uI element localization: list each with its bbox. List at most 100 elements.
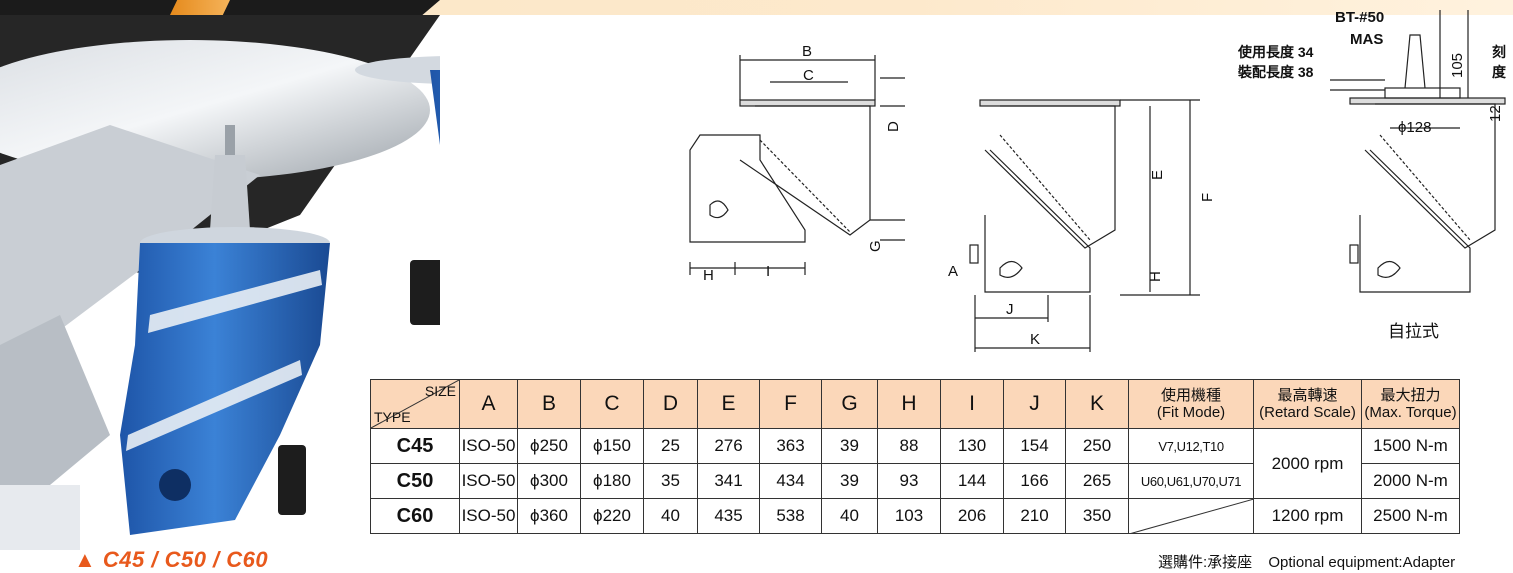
table-row: C45 ISO-50 ϕ250 ϕ150 25 276 363 39 88 13… [370, 428, 1460, 499]
cell-torque: 2500 N-m [1361, 498, 1460, 534]
cell-speed-shared: 2000 rpm [1253, 428, 1362, 499]
dim-label-h2: H [1147, 271, 1164, 282]
cell-type: C60 [370, 498, 460, 534]
use-length-label: 使用長度 34 [1238, 44, 1314, 60]
torque-en: (Max. Torque) [1364, 404, 1457, 421]
header-a: A [459, 379, 518, 429]
table-header-row: SIZE TYPE A B C D E F G H I J K 使用機種(Fit… [370, 379, 1460, 429]
header-c: C [580, 379, 644, 429]
cell-f: 538 [759, 498, 822, 534]
header-torque: 最大扭力(Max. Torque) [1361, 379, 1460, 429]
header-k: K [1065, 379, 1129, 429]
cell-a: ISO-50 [459, 498, 518, 534]
dim-label-j: J [1006, 301, 1014, 318]
cell-j: 210 [1003, 498, 1066, 534]
corner-type-label: TYPE [374, 409, 411, 425]
cell-h: 88 [877, 428, 941, 464]
dim-label-e: E [1149, 170, 1166, 180]
dim-label-12: 12 [1487, 105, 1504, 122]
cell-k: 250 [1065, 428, 1129, 464]
footnote-en: Optional equipment:Adapter [1268, 554, 1456, 571]
corner-cell: SIZE TYPE [370, 379, 460, 429]
cell-d: 40 [643, 498, 698, 534]
table-row: C60 ISO-50 ϕ360 ϕ220 40 435 538 40 103 2… [370, 498, 1460, 534]
cell-torque: 2000 N-m [1361, 463, 1460, 499]
top-banner-accent [170, 0, 230, 15]
product-caption: ▲ C45 / C50 / C60 [74, 547, 269, 572]
dim-label-d: D [885, 121, 902, 132]
bt50-label: BT-#50 [1335, 9, 1385, 26]
cell-a: ISO-50 [459, 463, 518, 499]
corner-size-label: SIZE [424, 383, 456, 399]
header-g: G [821, 379, 878, 429]
cell-g: 39 [821, 463, 878, 499]
technical-drawing: B C D G H I E F H A J K ϕ128 105 12 4 [689, 10, 1506, 352]
header-f: F [759, 379, 822, 429]
cell-c: ϕ150 [580, 428, 644, 464]
cell-fit-empty [1128, 498, 1254, 534]
header-i: I [940, 379, 1004, 429]
dim-label-dia128: ϕ128 [1398, 119, 1431, 136]
fit-length-label: 裝配長度 38 [1238, 64, 1314, 80]
cell-j: 154 [1003, 428, 1066, 464]
header-fit-mode: 使用機種(Fit Mode) [1128, 379, 1254, 429]
cell-h: 103 [877, 498, 941, 534]
cell-e: 276 [697, 428, 760, 464]
cell-h: 93 [877, 463, 941, 499]
cell-e: 341 [697, 463, 760, 499]
torque-cn: 最大扭力 [1380, 387, 1441, 404]
header-d: D [643, 379, 698, 429]
table-row: C50 ISO-50 ϕ300 ϕ180 35 341 434 39 93 14… [370, 463, 1460, 499]
dim-label-f: F [1199, 193, 1216, 202]
cell-b: ϕ360 [517, 498, 581, 534]
cell-i: 130 [940, 428, 1004, 464]
cell-g: 39 [821, 428, 878, 464]
cell-b: ϕ250 [517, 428, 581, 464]
dim-label-h1: H [703, 267, 714, 284]
cell-g: 40 [821, 498, 878, 534]
cell-fit: V7,U12,T10 [1128, 428, 1254, 464]
cell-d: 35 [643, 463, 698, 499]
cell-b: ϕ300 [517, 463, 581, 499]
cell-d: 25 [643, 428, 698, 464]
speed-en: (Retard Scale) [1259, 404, 1356, 421]
scale-label: 刻度 [1492, 44, 1506, 80]
spec-table: SIZE TYPE A B C D E F G H I J K 使用機種(Fit… [370, 379, 1460, 534]
cell-k: 265 [1065, 463, 1129, 499]
cell-speed: 1200 rpm [1253, 498, 1362, 534]
cell-c: ϕ220 [580, 498, 644, 534]
header-j: J [1003, 379, 1066, 429]
fit-mode-cn: 使用機種 [1160, 387, 1221, 404]
dim-label-c: C [803, 67, 814, 84]
cell-e: 435 [697, 498, 760, 534]
mas-label: MAS [1350, 31, 1384, 48]
product-photo [0, 15, 440, 550]
dim-label-105: 105 [1449, 53, 1466, 78]
dim-label-b: B [802, 43, 812, 60]
cell-k: 350 [1065, 498, 1129, 534]
header-h: H [877, 379, 941, 429]
self-pull-label: 自拉式 [1388, 322, 1439, 341]
cell-fit: U60,U61,U70,U71 [1128, 463, 1254, 499]
fit-mode-en: (Fit Mode) [1156, 404, 1226, 421]
cell-type: C50 [370, 463, 460, 499]
cell-j: 166 [1003, 463, 1066, 499]
cell-i: 144 [940, 463, 1004, 499]
cell-diagonal [1129, 499, 1254, 534]
cell-f: 434 [759, 463, 822, 499]
dim-label-i: I [766, 263, 770, 280]
dim-label-k: K [1030, 331, 1040, 348]
header-e: E [697, 379, 760, 429]
header-speed: 最高轉速(Retard Scale) [1253, 379, 1362, 429]
corner-diagonal [371, 380, 459, 428]
header-b: B [517, 379, 581, 429]
dim-label-a: A [948, 263, 958, 280]
dim-label-g: G [867, 240, 884, 252]
speed-cn: 最高轉速 [1277, 387, 1338, 404]
footnote: 選購件:承接座 Optional equipment:Adapter [1158, 551, 1455, 572]
cell-c: ϕ180 [580, 463, 644, 499]
cell-torque: 1500 N-m [1361, 428, 1460, 464]
cell-a: ISO-50 [459, 428, 518, 464]
cell-type: C45 [370, 428, 460, 464]
cell-i: 206 [940, 498, 1004, 534]
